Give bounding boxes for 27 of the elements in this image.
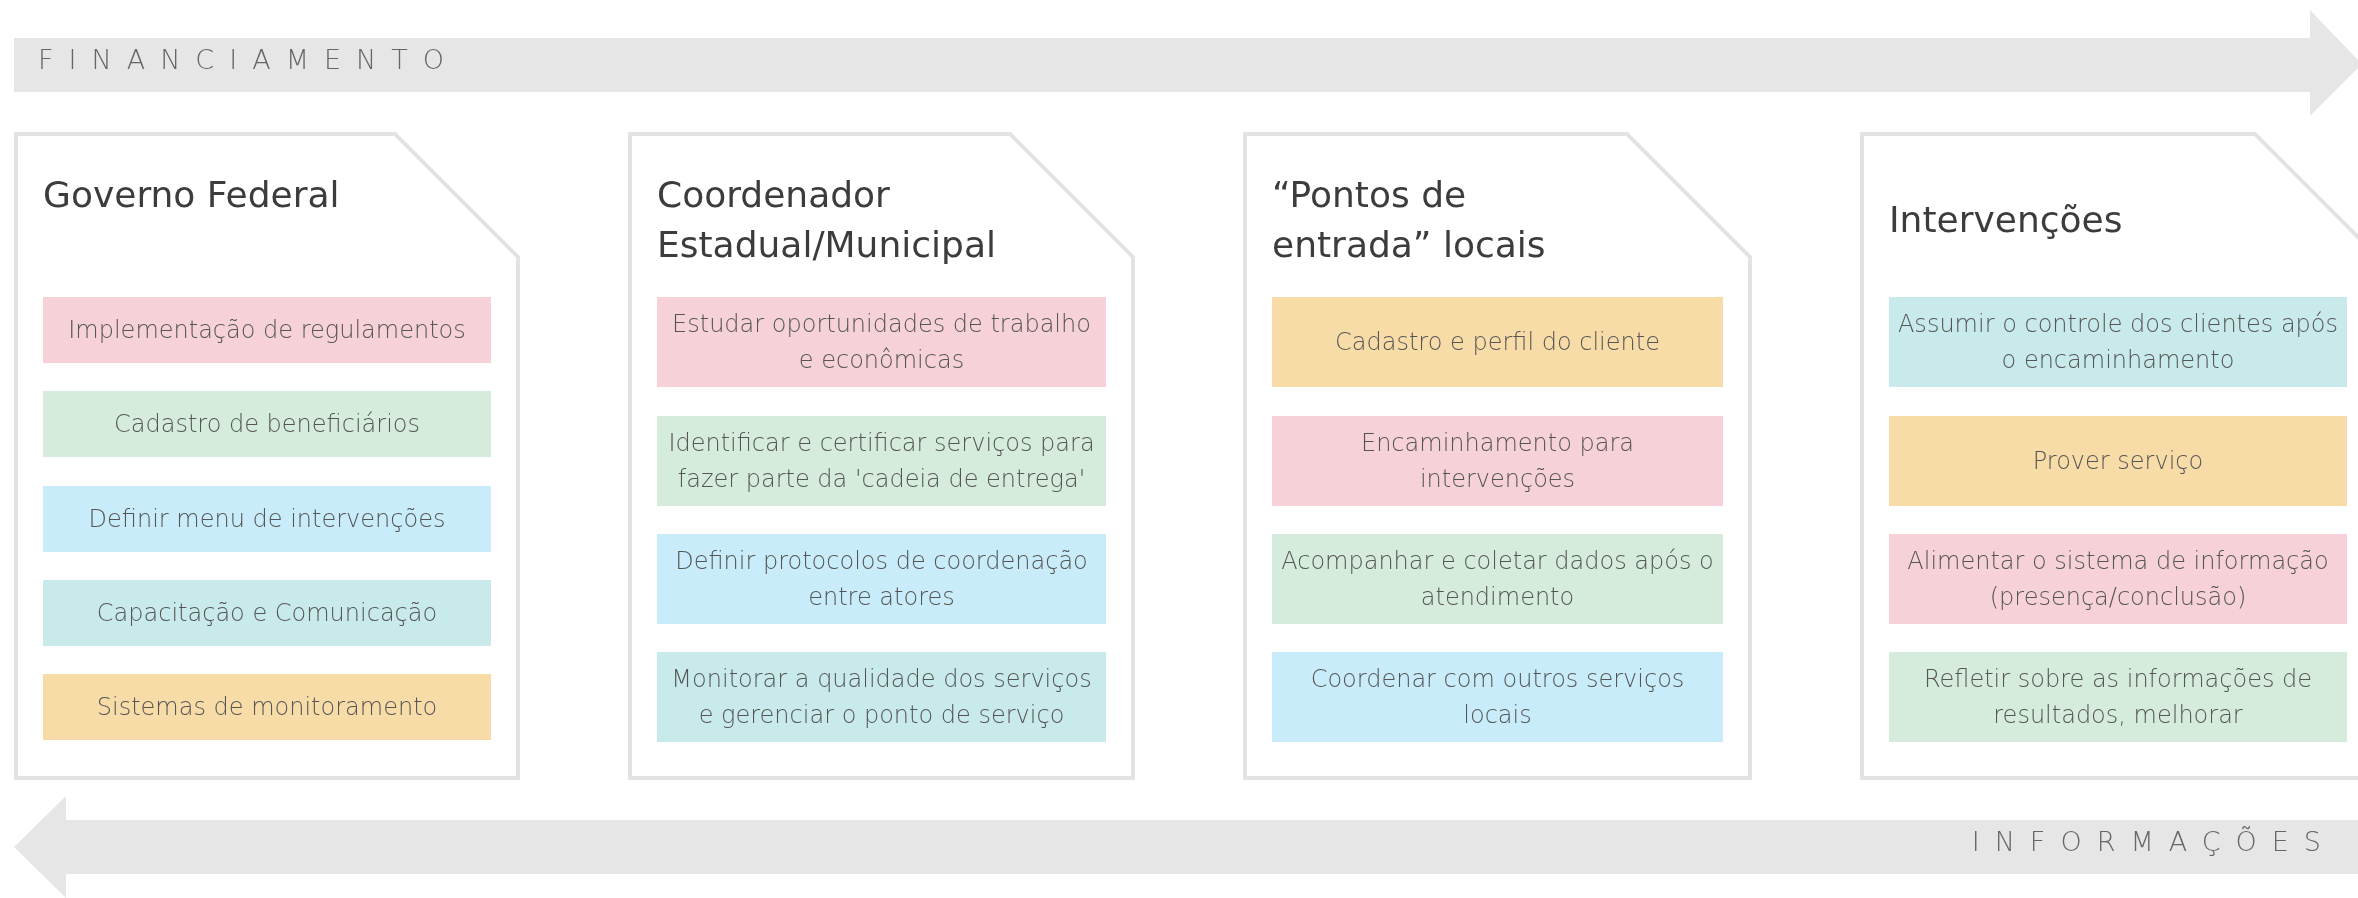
- task-box: Definir protocolos de coordenação entre atores: [657, 534, 1106, 624]
- task-box: Identificar e certificar serviços para fazer parte da 'cadeia de entrega': [657, 416, 1106, 506]
- task-box: Implementação de regulamentos: [43, 297, 491, 363]
- task-box: Cadastro e perfil do cliente: [1272, 297, 1723, 387]
- arrow-label: FINANCIAMENTO: [38, 44, 459, 75]
- task-box: Acompanhar e coletar dados após o atendimento: [1272, 534, 1723, 624]
- document-card: [14, 132, 520, 780]
- task-box: Encaminhamento para intervenções: [1272, 416, 1723, 506]
- card-heading: Governo Federal: [43, 173, 341, 217]
- task-box: Monitorar a qualidade dos serviços e gerenciar o ponto de serviço: [657, 652, 1106, 742]
- card-heading: Coordenador Estadual/Municipal: [657, 173, 997, 267]
- task-box: Definir menu de intervenções: [43, 486, 491, 552]
- task-box: Refletir sobre as informações de resultados, melhorar: [1889, 652, 2347, 742]
- task-box: Estudar oportunidades de trabalho e econômicas: [657, 297, 1106, 387]
- task-box: Prover serviço: [1889, 416, 2347, 506]
- document-card: [1860, 132, 2358, 780]
- task-box: Capacitação e Comunicação: [43, 580, 491, 646]
- task-box: Alimentar o sistema de informação (presença/conclusão): [1889, 534, 2347, 624]
- task-box: Assumir o controle dos clientes após o encaminhamento: [1889, 297, 2347, 387]
- arrow-label: INFORMAÇÕES: [1971, 826, 2336, 857]
- document-card: [1243, 132, 1752, 780]
- card-heading: Intervenções: [1889, 198, 2124, 242]
- document-card: [628, 132, 1135, 780]
- task-box: Sistemas de monitoramento: [43, 674, 491, 740]
- task-box: Cadastro de beneficiários: [43, 391, 491, 457]
- task-box: Coordenar com outros serviços locais: [1272, 652, 1723, 742]
- card-heading: “Pontos de entrada” locais: [1272, 173, 1547, 267]
